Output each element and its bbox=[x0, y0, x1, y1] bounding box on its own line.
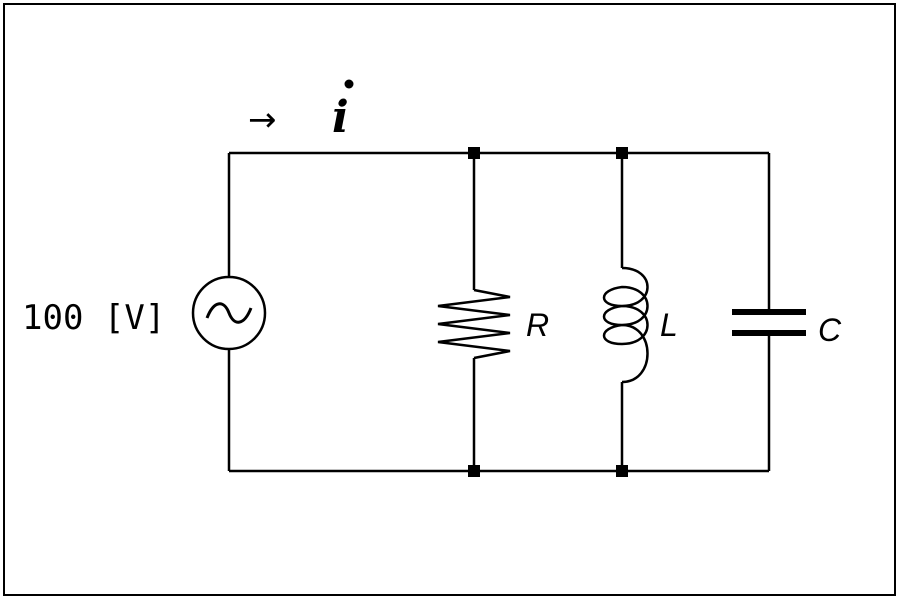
capacitor-label: C bbox=[818, 312, 842, 348]
inductor-coil bbox=[602, 266, 649, 384]
inductor-label: L bbox=[660, 307, 678, 343]
phasor-dot bbox=[344, 79, 354, 89]
capacitor-plate-bottom bbox=[732, 330, 806, 336]
ac-voltage-source bbox=[191, 275, 267, 351]
resistor-label: R bbox=[526, 307, 549, 343]
current-arrow: → bbox=[248, 100, 277, 140]
junction-nodes bbox=[468, 147, 628, 477]
resistor-zigzag bbox=[437, 288, 511, 360]
junction-node bbox=[468, 147, 480, 159]
wires bbox=[227, 151, 771, 473]
capacitor bbox=[732, 309, 806, 336]
current-symbol: i bbox=[332, 92, 349, 143]
junction-node bbox=[468, 465, 480, 477]
junction-node bbox=[616, 147, 628, 159]
junction-node bbox=[616, 465, 628, 477]
source-voltage-label: 100 [V] bbox=[22, 298, 165, 338]
capacitor-plate-top bbox=[732, 309, 806, 315]
figure-border bbox=[3, 3, 896, 596]
sine-wave-icon bbox=[205, 302, 253, 324]
